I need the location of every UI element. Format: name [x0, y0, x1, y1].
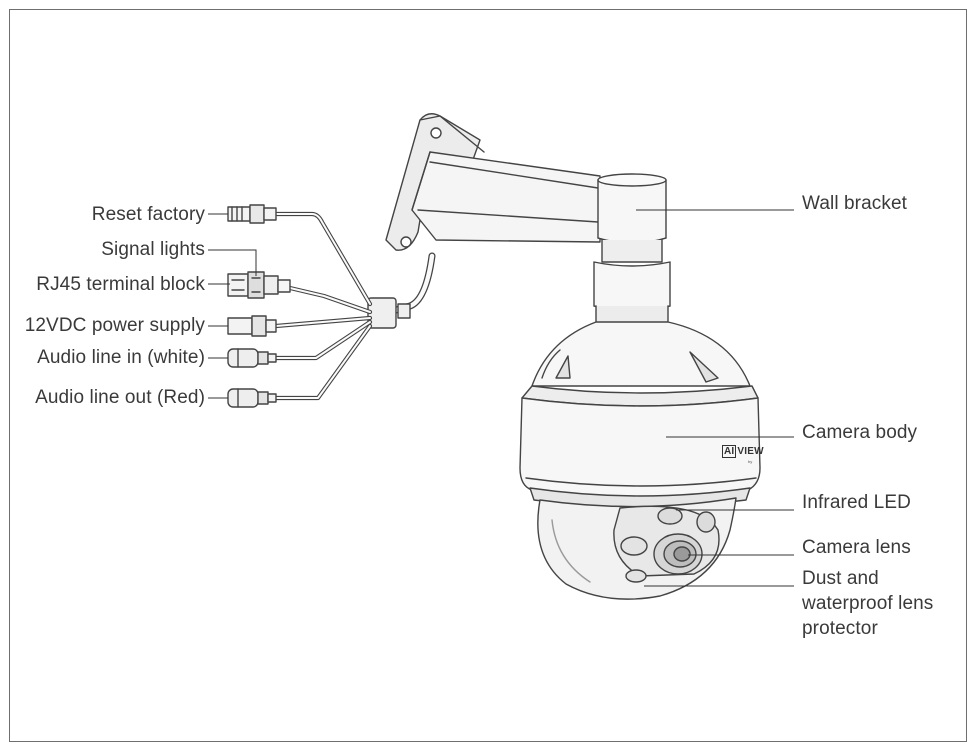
reset-connector: [227, 204, 277, 224]
label-camera-body: Camera body: [802, 422, 918, 443]
glass-dome: [537, 497, 737, 600]
label-power-supply: 12VDC power supply: [24, 315, 205, 336]
ir-led-4: [625, 569, 647, 583]
rj45-connector: [227, 271, 291, 299]
label-audio-out: Audio line out (Red): [35, 387, 205, 408]
audio-out-connector: [227, 388, 277, 408]
leader-signal: [208, 249, 257, 276]
wire-harness: [273, 211, 373, 401]
ir-led-2: [696, 511, 716, 533]
figure-border: [9, 9, 967, 742]
label-dust-line1: Dust and: [802, 568, 879, 589]
brand-sub: by: [748, 459, 753, 464]
label-dust-line2: waterproof lens: [802, 593, 934, 614]
main-cable: [392, 252, 436, 319]
ir-led-3: [620, 536, 648, 556]
ir-led-1: [657, 507, 683, 525]
cable-junction: [367, 297, 397, 329]
label-camera-lens: Camera lens: [802, 537, 911, 558]
label-audio-in: Audio line in (white): [37, 347, 205, 368]
lens-inner: [673, 546, 691, 562]
audio-in-connector: [227, 348, 277, 368]
label-infrared-led: Infrared LED: [802, 492, 911, 513]
bracket-arm: [411, 151, 601, 243]
neck-collar: [593, 239, 671, 328]
label-dust-line3: protector: [802, 618, 878, 639]
label-wall-bracket: Wall bracket: [802, 193, 908, 214]
label-rj45: RJ45 terminal block: [36, 274, 205, 295]
label-signal-lights: Signal lights: [101, 239, 205, 260]
upper-dome: [531, 321, 751, 387]
bracket-tube: [597, 173, 667, 245]
power-connector: [227, 315, 277, 337]
camera-body: [519, 385, 761, 508]
label-reset-factory: Reset factory: [91, 204, 205, 225]
